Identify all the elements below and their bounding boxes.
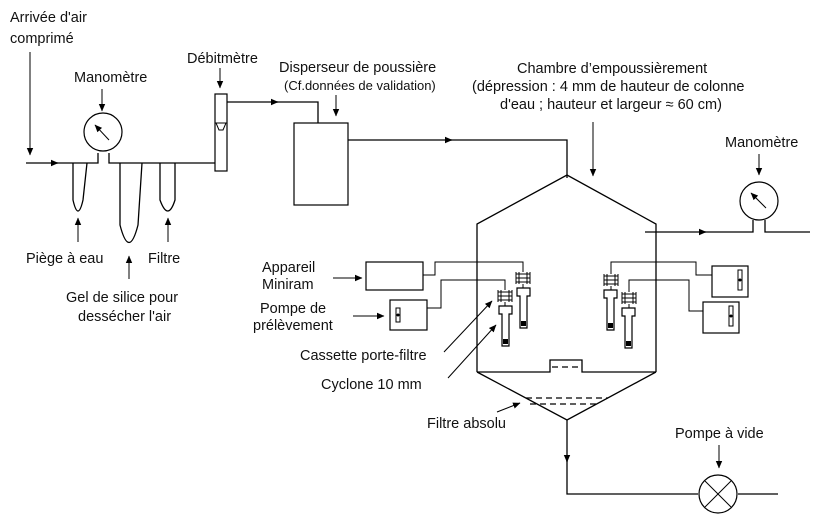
label-miniram-line2: Miniram	[262, 277, 314, 293]
label-pump-line1: Pompe de	[260, 301, 326, 317]
flowmeter	[214, 93, 319, 172]
chamber-outlet	[645, 220, 810, 236]
filter-cassette	[497, 290, 513, 306]
dust-disperser	[293, 122, 568, 206]
label-miniram-line1: Appareil	[262, 260, 315, 276]
pointer-absolute-filter	[496, 402, 521, 413]
label-cyclone: Cyclone 10 mm	[321, 377, 422, 393]
label-pump-line2: prélèvement	[253, 318, 333, 334]
label-air-inlet-line2: comprimé	[10, 31, 74, 47]
label-disperser-line1: Disperseur de poussière	[279, 60, 436, 76]
manometer-inlet	[83, 112, 123, 152]
label-chamber-line3: d'eau ; hauteur et largeur ≈ 60 cm)	[500, 97, 722, 113]
label-silica-line1: Gel de silice pour	[66, 290, 178, 306]
label-silica-line2: dessécher l'air	[78, 309, 171, 325]
manometer-chamber	[739, 181, 779, 221]
pointer-cassette	[443, 300, 493, 353]
label-flowmeter: Débitmètre	[187, 51, 258, 67]
label-disperser-line2: (Cf.données de validation)	[284, 78, 436, 93]
sampler-1	[515, 272, 531, 329]
label-absolute-filter: Filtre absolu	[427, 416, 506, 432]
cyclone	[603, 289, 618, 331]
cyclone	[621, 307, 636, 349]
air-inlet-line	[26, 153, 215, 167]
sampler-4	[621, 292, 637, 349]
chamber-hopper	[476, 371, 657, 421]
label-chamber-line1: Chambre d’empoussièrement	[517, 61, 707, 77]
label-manometer-left: Manomètre	[74, 70, 147, 86]
label-pointers	[26, 52, 763, 469]
sampling-pump-right-2	[628, 279, 740, 334]
flowmeter-float	[215, 122, 227, 131]
label-chamber-line2: (dépression : 4 mm de hauteur de colonne	[472, 79, 744, 95]
filter-cassettes-and-cyclones	[497, 272, 637, 349]
pointer-cyclone	[447, 324, 497, 379]
sampler-3	[603, 274, 619, 331]
silica-gel-dryer	[119, 162, 143, 244]
vacuum-pump	[698, 474, 738, 514]
label-filter: Filtre	[148, 251, 180, 267]
filter-cassette	[515, 272, 531, 288]
label-water-trap: Piège à eau	[26, 251, 103, 267]
labels: Arrivée d'air comprimé Manomètre Débitmè…	[10, 10, 798, 442]
manometer-needle-right	[750, 192, 767, 209]
cyclone	[498, 305, 513, 347]
sampling-pump-right-1	[610, 261, 749, 298]
label-vacuum-pump: Pompe à vide	[675, 426, 764, 442]
water-trap	[72, 162, 88, 212]
label-air-inlet-line1: Arrivée d'air	[10, 10, 87, 26]
filter-cassette	[621, 292, 637, 308]
sampler-2	[497, 290, 513, 347]
cyclone	[516, 287, 531, 329]
label-manometer-right: Manomètre	[725, 135, 798, 151]
exhaust-line	[563, 420, 778, 495]
air-filter	[159, 163, 176, 212]
miniram-device	[365, 261, 524, 291]
sampling-pump-left	[389, 279, 506, 331]
label-cassette: Cassette porte-filtre	[300, 348, 427, 364]
filter-cassette	[603, 274, 619, 290]
manometer-needle	[94, 124, 110, 141]
